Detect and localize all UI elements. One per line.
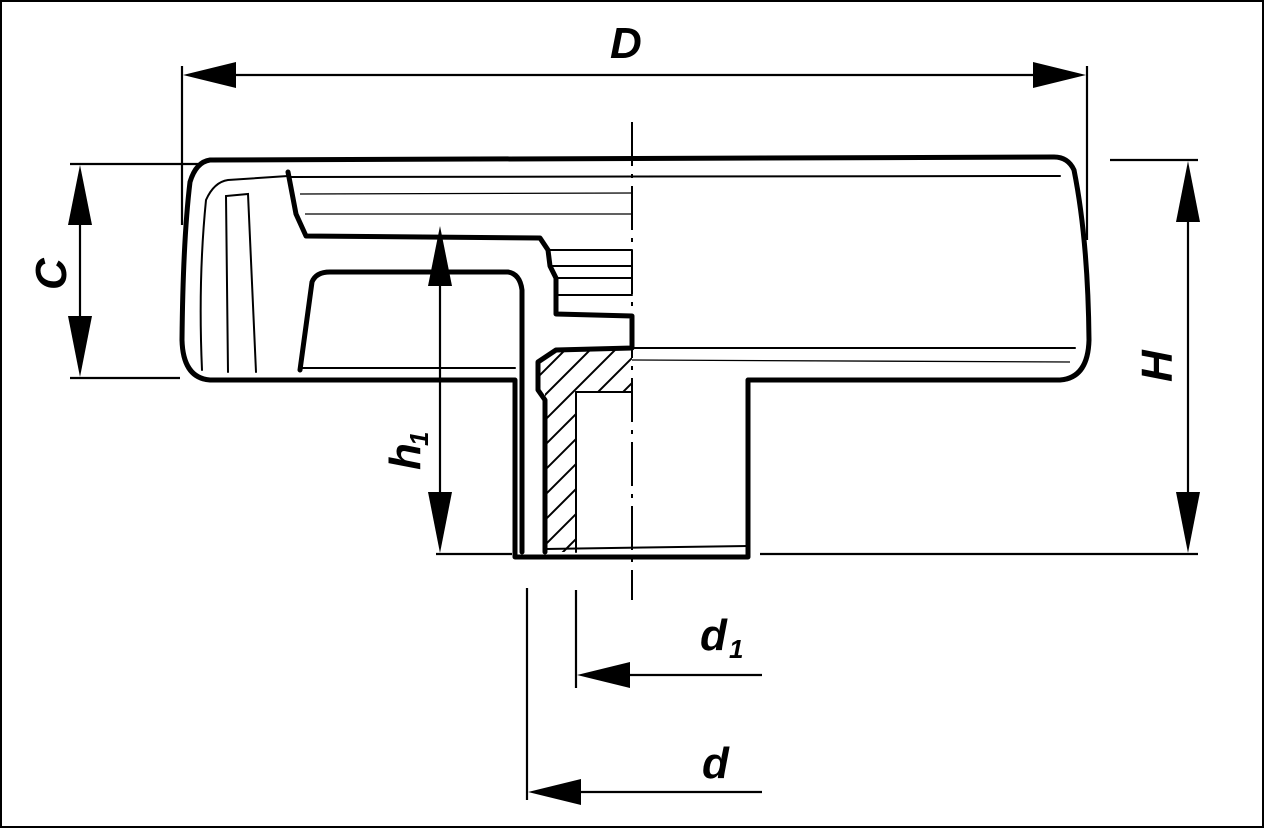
- dim-d-arrow: [528, 779, 581, 805]
- dim-H-arrow-top: [1176, 161, 1200, 222]
- dim-d1-arrow: [577, 662, 630, 688]
- bore-bottom-line: [544, 545, 749, 550]
- dim-H-arrow-bottom: [1176, 492, 1200, 553]
- dim-h1-arrow-bottom: [428, 492, 452, 553]
- dim-H-label: H: [1133, 349, 1182, 382]
- dimension-D: D: [180, 19, 1089, 240]
- dim-d1-label: d: [700, 611, 728, 660]
- cavity-step-lines: [547, 249, 633, 296]
- dim-h1-subscript: 1: [404, 432, 434, 446]
- dim-D-label: D: [610, 19, 642, 68]
- dim-h1-arrow-top: [428, 226, 452, 286]
- dimension-C: C: [27, 162, 198, 380]
- grip-slot-outer: [199, 175, 289, 371]
- inner-pocket: [297, 269, 525, 555]
- dim-d-label: d: [702, 739, 730, 788]
- knob-outline: [179, 154, 1092, 560]
- dim-C-label: C: [27, 257, 76, 290]
- handle-body-outline: [179, 154, 1092, 560]
- grip-slot: [224, 192, 257, 373]
- dim-D-arrow-left: [183, 62, 236, 88]
- top-inner-line: [289, 175, 1061, 178]
- dimension-d: d: [525, 588, 762, 805]
- dim-D-arrow-right: [1033, 62, 1086, 88]
- dimension-d1: d 1: [574, 590, 762, 688]
- dimension-h1: h 1: [381, 226, 512, 556]
- section-inner-lines: [199, 169, 1076, 555]
- dim-C-arrow-bottom: [68, 316, 92, 377]
- dim-h1-label: h: [381, 443, 430, 470]
- dim-C-arrow-top: [68, 165, 92, 225]
- top-inner-line-2: [299, 192, 633, 195]
- cavity-profile: [285, 169, 635, 555]
- dimension-H: H: [760, 158, 1200, 556]
- dim-d1-subscript: 1: [729, 634, 743, 664]
- lower-inner-line-2: [631, 359, 1071, 363]
